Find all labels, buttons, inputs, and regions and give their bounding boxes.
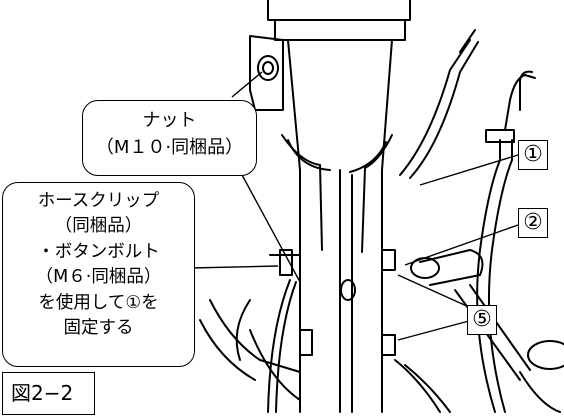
hose-clip-callout-line1: ホースクリップ <box>37 191 160 211</box>
hose-clip-callout-line2: （同梱品） <box>54 216 143 237</box>
marker-2: ② <box>518 208 548 238</box>
nut-callout-line1: ナット <box>142 110 197 131</box>
hose-clip-callout: ホースクリップ （同梱品） ・ボタンボルト （M６·同梱品） を使用して①を 固… <box>2 182 195 367</box>
figure-label: 図2−2 <box>2 372 95 415</box>
hose-clip-callout-line4: （M６·同梱品） <box>35 267 162 288</box>
hose-clip-callout-line6: 固定する <box>63 317 134 338</box>
marker-5: ⑤ <box>467 305 497 335</box>
marker-1: ① <box>518 140 548 170</box>
hose-clip-callout-line3: ・ボタンボルト <box>37 241 160 262</box>
nut-callout: ナット （M１０·同梱品） <box>82 100 257 176</box>
nut-callout-line2: （M１０·同梱品） <box>95 137 244 158</box>
hose-clip-callout-line5: を使用して①を <box>38 292 159 313</box>
